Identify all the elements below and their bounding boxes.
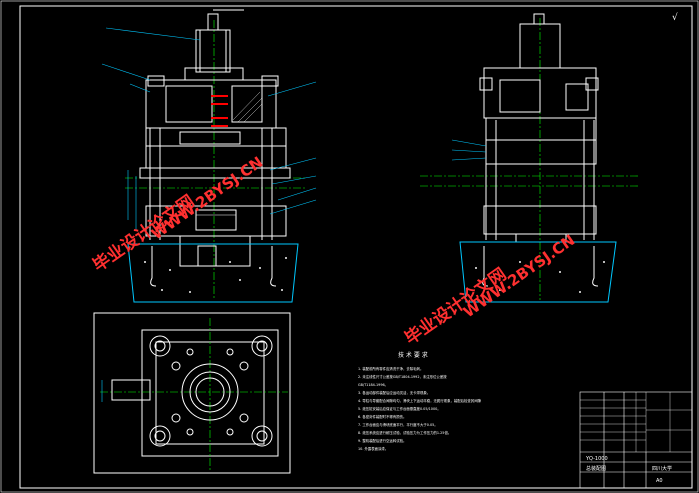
note-line: 9. 整机装配后进行空运转试验。 (358, 438, 406, 443)
watermark-cn-2: 毕业设计论文网 (401, 264, 511, 349)
notes-lines: 1. 装配前所有零件应清洗干净，去除毛刺。 2. 未注线性尺寸公差按GB/T18… (358, 366, 482, 451)
note-line: 10. 外露表面涂漆。 (358, 446, 388, 451)
note-line: 4. 导柱与导套配合间隙均匀，滑块上下运动平稳，无爬行现象，装配后检查其间隙 (358, 398, 482, 403)
note-line: GB/T1184-1996。 (358, 383, 388, 387)
title-name: 总装配图 (586, 465, 606, 472)
note-line: 2. 未注线性尺寸公差按GB/T1804-1992，未注形位公差按 (358, 374, 447, 379)
title-model: YQ-1000 (585, 456, 608, 462)
notes-heading: 技 术 要 求 (398, 351, 428, 359)
note-line: 8. 液压系统应进行耐压试验，试验压力为工作压力的1.25倍。 (358, 430, 451, 435)
title-block (579, 391, 693, 489)
column-nut-right (261, 75, 279, 87)
note-line: 1. 装配前所有零件应清洗干净，去除毛刺。 (358, 366, 423, 371)
front-view (101, 9, 317, 303)
middle-plate (139, 167, 291, 179)
side-foundation (459, 241, 617, 303)
plan-column-br (251, 425, 273, 447)
note-line: 5. 液压缸安装后应保证与工作台面垂直度0.05/1000。 (358, 406, 441, 411)
base-block (179, 235, 251, 267)
anchor-bolt-right (270, 246, 277, 287)
roughness-mark: √ (672, 12, 678, 23)
side-view (420, 13, 640, 303)
slider-block (145, 127, 287, 169)
plan-column-bl (149, 425, 171, 447)
watermark-cn-1: 毕业设计论文网 (89, 191, 199, 276)
side-slider (485, 117, 597, 165)
watermark-url-2: WWW.2BYSJ.CN (460, 231, 578, 321)
title-school: 四川大学 (652, 465, 672, 472)
column-nut-left (147, 75, 165, 87)
anchor-bolt-left (150, 246, 157, 287)
note-line: 7. 工作台面应与滑块底面平行，平行度不大于0.05。 (358, 422, 438, 427)
plan-outline (93, 312, 291, 474)
plan-center-bore (181, 363, 239, 421)
plan-view (93, 312, 291, 474)
note-line: 6. 各密封件装配时不得有损伤。 (358, 414, 406, 419)
title-sheet: A0 (656, 478, 663, 484)
drawing-border-inner (19, 5, 693, 489)
foundation (127, 243, 299, 303)
plan-column-tl (149, 335, 171, 357)
plan-column-tr (251, 335, 273, 357)
cylinder-stem (207, 13, 219, 31)
cylinder-top (195, 29, 231, 73)
note-line: 3. 各运动部件装配后应运动灵活，无卡滞现象。 (358, 390, 430, 395)
